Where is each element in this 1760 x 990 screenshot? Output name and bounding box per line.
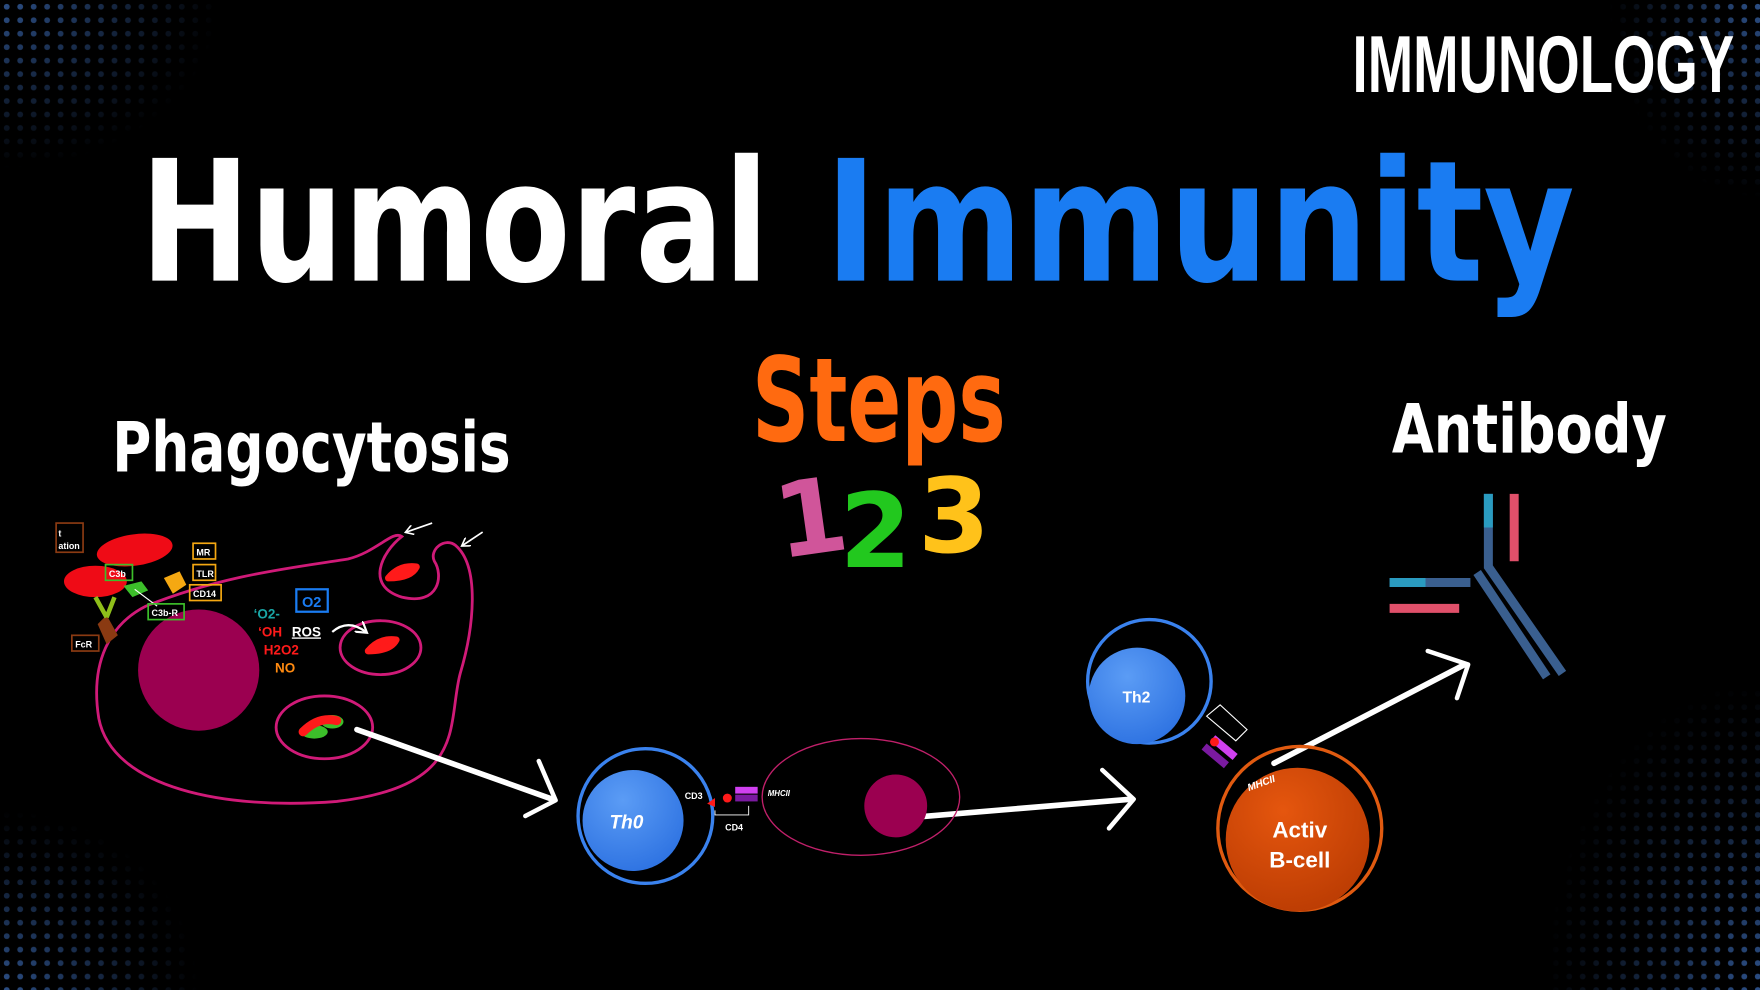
antigen-icon: [722, 793, 732, 803]
mhcii-receptor-icon: [735, 794, 758, 802]
h2o2-label: H2O2: [264, 642, 299, 657]
th0-cell-membrane: [576, 746, 715, 886]
th0-cell: [582, 770, 684, 872]
bcell-label-line2: B-cell: [1269, 848, 1330, 873]
th2-cell: [1088, 647, 1186, 745]
bacterium-icon: [63, 565, 127, 598]
title-humoral: Humoral: [140, 125, 769, 321]
step-number-2: 2: [840, 472, 912, 592]
activated-bcell: [1225, 767, 1370, 912]
antibody-small-icon: [93, 596, 117, 619]
step-number-3: 3: [918, 457, 990, 577]
c3b-label: C3b: [109, 569, 126, 579]
arrow-head-icon: [523, 758, 558, 819]
arrow-icon: [462, 531, 484, 545]
brand-label: IMMUNOLOGY: [1353, 20, 1735, 110]
superoxide-label: ‘O2-: [254, 606, 280, 621]
apc-nucleus: [864, 774, 928, 838]
arrow-icon: [1271, 661, 1468, 767]
arrow-head-icon: [1100, 767, 1136, 831]
phagocytosis-heading: Phagocytosis: [112, 407, 510, 488]
curved-arrow-icon: [331, 625, 366, 632]
hydroxyl-label: ‘OH: [258, 624, 282, 639]
cd3-label: CD3: [685, 791, 703, 801]
bcell-activation-diagram: Th2 MHCII Activ B-cell: [1085, 617, 1384, 912]
fcr-label: FcR: [75, 640, 92, 650]
fc-receptor-icon: [97, 615, 118, 645]
mhcii-label: MHCII: [768, 789, 791, 798]
antibody-icon: [1389, 493, 1567, 680]
arrow-icon: [406, 522, 433, 532]
c3b-r-label: C3b-R: [152, 608, 179, 618]
arrow-icon: [911, 796, 1135, 820]
macrophage-diagram: t ation MR TLR CD14 C3b C3b-R FcR O2 ‘O2…: [55, 522, 484, 805]
antibody-heading: Antibody: [1392, 389, 1667, 468]
mr-label: MR: [196, 548, 210, 558]
phagosome: [338, 619, 423, 676]
bacterium-icon: [364, 636, 400, 655]
bcell-label-line1: Activ: [1272, 817, 1327, 842]
arrow-icon: [354, 726, 556, 802]
cd3-receptor-icon: [707, 798, 715, 808]
title-immunity: Immunity: [825, 125, 1575, 321]
apc-cell: [761, 737, 961, 856]
c3b-receptor-icon: [123, 581, 149, 598]
ros-label: ROS: [292, 624, 321, 639]
bacterium-icon: [298, 715, 342, 737]
macrophage-membrane: [95, 533, 474, 805]
arrow-head-icon: [1425, 648, 1471, 701]
cd4-label: CD4: [725, 823, 743, 833]
mhcii-receptor-icon: [735, 786, 758, 794]
th0-activation-diagram: Th0 CD3 CD4 MHCII: [576, 737, 961, 886]
mhcii-receptor-icon: [1201, 743, 1229, 769]
nucleus: [138, 609, 260, 731]
flow-arrows: [354, 648, 1471, 831]
bacterium-icon: [385, 563, 420, 582]
bacterium-icon: [96, 533, 173, 567]
phagolysosome: [274, 694, 375, 761]
th2-cell-membrane: [1085, 617, 1213, 745]
o2-label: O2: [302, 595, 321, 611]
truncated-label: ation: [58, 541, 79, 551]
th2-label: Th2: [1122, 690, 1150, 707]
step-number-1: 1: [767, 454, 855, 583]
tcr-receptor-icon: [1205, 704, 1248, 742]
truncated-label: t: [58, 529, 61, 539]
tlr-label: TLR: [196, 569, 214, 579]
th0-label: Th0: [609, 812, 643, 833]
antigen-icon: [1210, 737, 1219, 747]
no-label: NO: [275, 660, 295, 675]
cd14-label: CD14: [193, 589, 216, 599]
steps-label: Steps: [752, 333, 1006, 469]
tlr-receptor-icon: [163, 571, 187, 594]
